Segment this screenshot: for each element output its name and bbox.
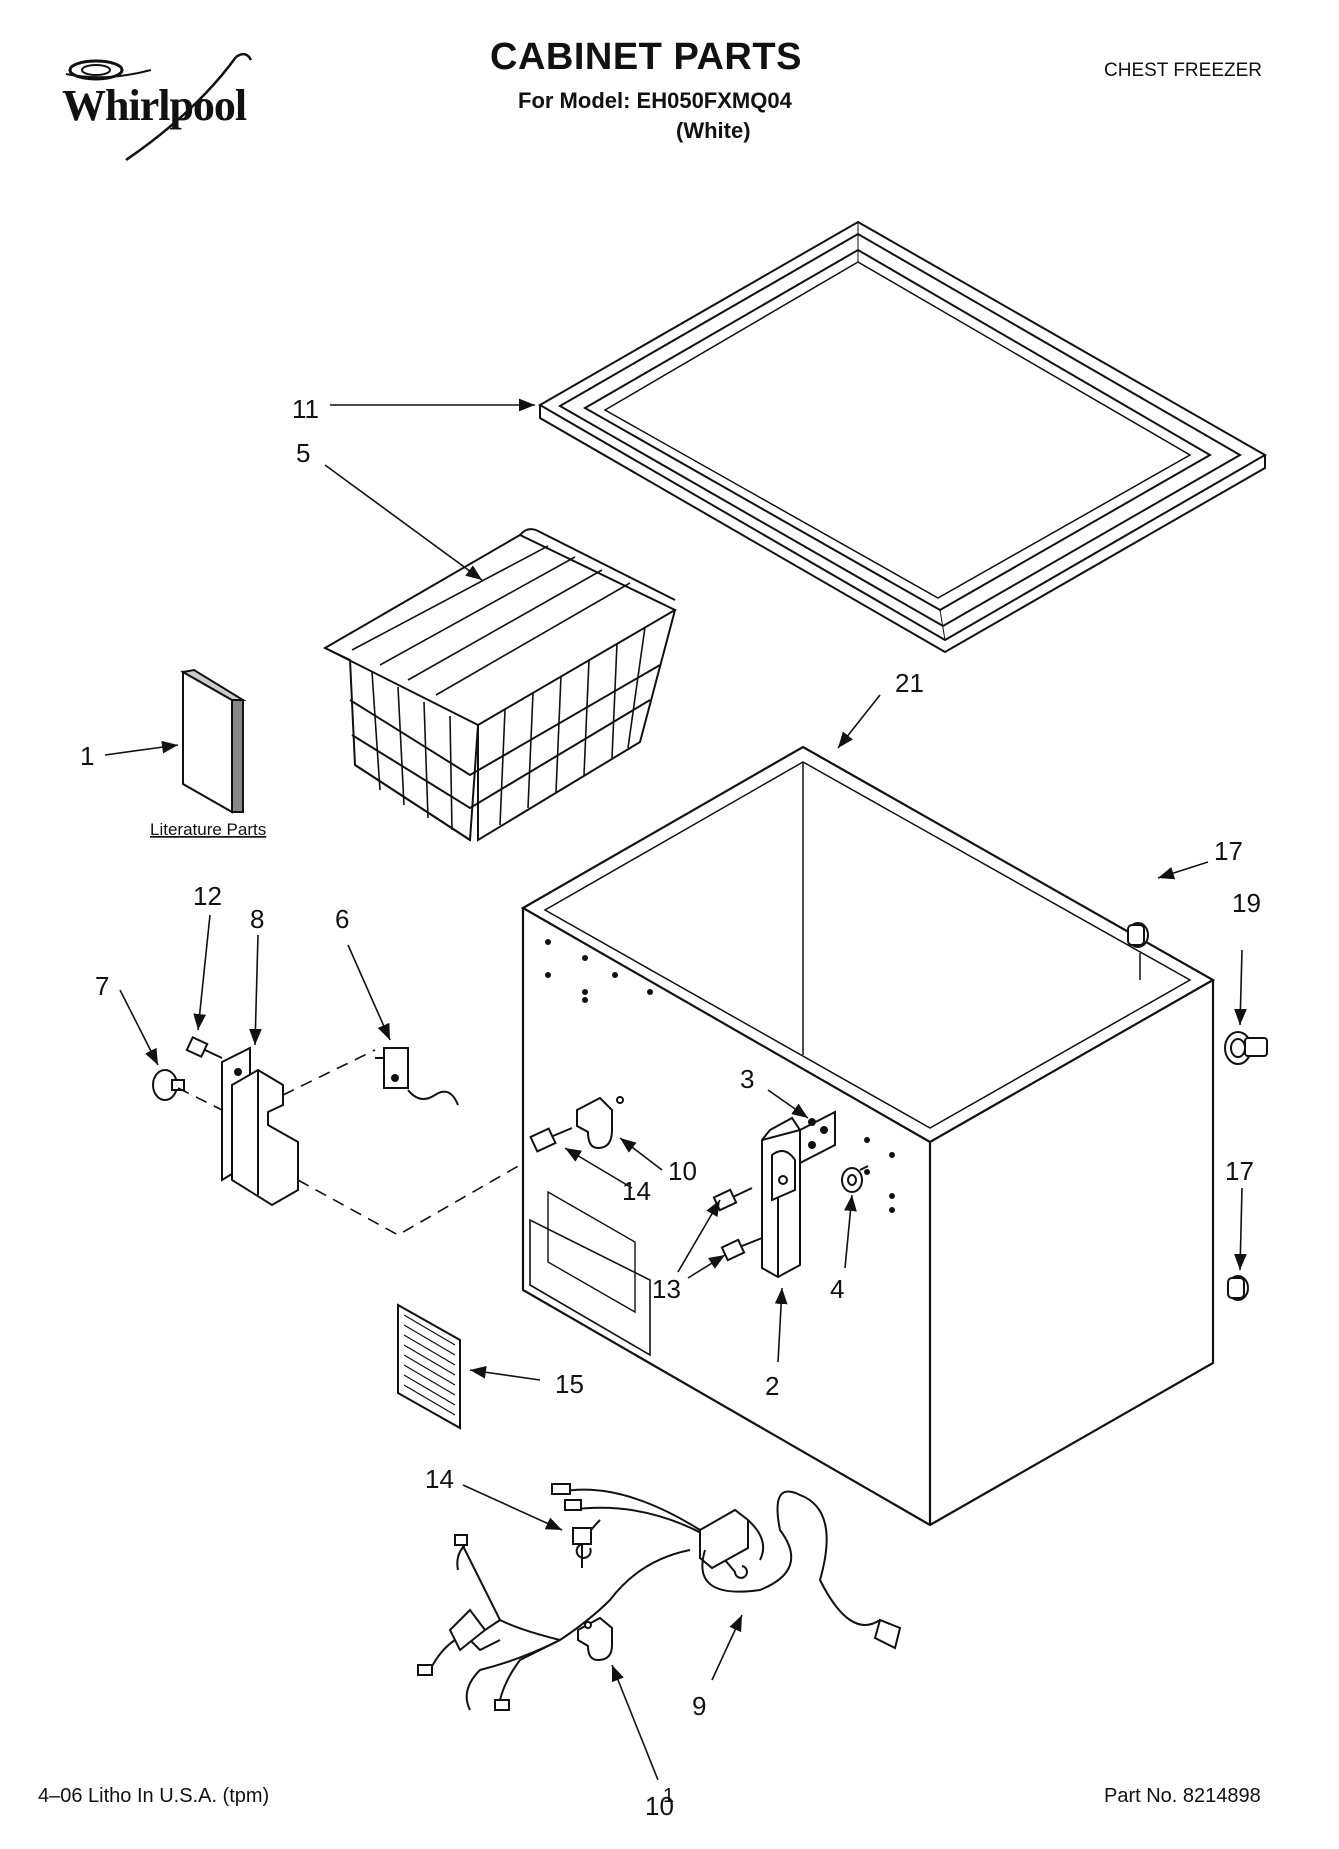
control-leader-lines	[177, 1049, 521, 1236]
callout-13: 13	[652, 1274, 681, 1304]
wire-harness	[417, 1483, 902, 1711]
callout-8: 8	[250, 904, 264, 934]
callout-9: 9	[692, 1691, 706, 1721]
callout-2: 2	[765, 1371, 779, 1401]
part-number: Part No. 8214898	[1104, 1785, 1261, 1807]
control-housing	[221, 1046, 299, 1207]
callout-17-top: 17	[1214, 836, 1243, 866]
callout-11: 11	[292, 394, 319, 424]
whirlpool-logo: Whirlpool	[46, 52, 286, 162]
callout-1: 1	[80, 741, 94, 771]
harness-screw	[572, 1527, 592, 1568]
callout-3: 3	[740, 1064, 754, 1094]
lid-hinge	[761, 1110, 836, 1279]
plug-bottom	[1227, 1275, 1249, 1301]
mounting-screw	[185, 1035, 223, 1059]
cabinet-screw	[529, 1127, 573, 1153]
callout-4: 4	[830, 1274, 844, 1304]
callout-10-bottom: 10	[645, 1791, 674, 1821]
callout-arrows	[104, 398, 1247, 1781]
hinge-screws	[712, 1187, 763, 1262]
callout-15: 15	[555, 1369, 584, 1399]
print-info: 4–06 Litho In U.S.A. (tpm)	[38, 1785, 270, 1807]
lid-gasket	[538, 220, 1268, 654]
product-category: CHEST FREEZER	[1104, 60, 1263, 81]
callout-17-bottom: 17	[1225, 1156, 1254, 1186]
brand-wordmark: Whirlpool	[62, 81, 247, 130]
hinge-bushing	[841, 1165, 869, 1193]
model-number: For Model: EH050FXMQ04	[518, 88, 792, 113]
logo-swirl-icon	[65, 52, 253, 162]
callout-6: 6	[335, 904, 349, 934]
cabinet-clip	[576, 1096, 624, 1150]
wire-basket	[322, 528, 678, 842]
thermostat-knob	[152, 1069, 185, 1101]
callout-14-top: 14	[622, 1176, 651, 1206]
callout-5: 5	[296, 438, 310, 468]
literature-booklet	[180, 668, 247, 814]
model-color: (White)	[676, 118, 751, 143]
literature-parts-label: Literature Parts	[150, 820, 266, 839]
drain-fitting	[1224, 1031, 1268, 1065]
callout-10-top: 10	[668, 1156, 697, 1186]
callout-14-bottom: 14	[425, 1464, 454, 1494]
harness-clip	[577, 1616, 613, 1662]
callout-12: 12	[193, 881, 222, 911]
callout-7: 7	[95, 971, 109, 1001]
page-title: CABINET PARTS	[490, 36, 802, 78]
thermostat-sensor	[375, 1047, 459, 1106]
callout-21: 21	[895, 668, 924, 698]
vent-grille	[397, 1303, 461, 1430]
page-number: 1	[663, 1785, 675, 1807]
freezer-cabinet	[520, 745, 1216, 1527]
callout-19: 19	[1232, 888, 1261, 918]
plug-top	[1127, 922, 1149, 948]
